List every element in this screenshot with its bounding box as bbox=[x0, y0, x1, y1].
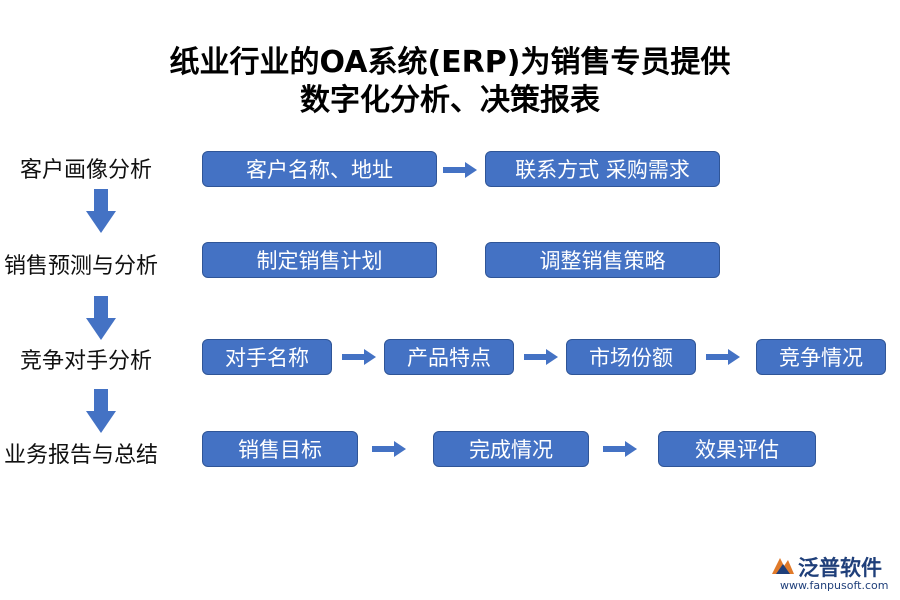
box-product-features: 产品特点 bbox=[384, 339, 514, 375]
right-arrow-icon bbox=[706, 349, 740, 365]
box-contact-purchase: 联系方式 采购需求 bbox=[485, 151, 720, 187]
logo-name: 泛普软件 bbox=[798, 556, 882, 580]
box-customer-name-address: 客户名称、地址 bbox=[202, 151, 437, 187]
logo-icon bbox=[772, 558, 794, 574]
right-arrow-icon bbox=[524, 349, 558, 365]
right-arrow-icon bbox=[603, 441, 637, 457]
logo-url: www.fanpusoft.com bbox=[780, 579, 889, 592]
right-arrow-icon bbox=[342, 349, 376, 365]
down-arrow-icon bbox=[86, 296, 116, 340]
row-label-business-report: 业务报告与总结 bbox=[4, 443, 159, 468]
box-competition-status: 竞争情况 bbox=[756, 339, 886, 375]
row-label-customer-profile: 客户画像分析 bbox=[20, 158, 153, 183]
box-completion-status: 完成情况 bbox=[433, 431, 589, 467]
down-arrow-icon bbox=[86, 189, 116, 233]
title-line-1: 纸业行业的OA系统(ERP)为销售专员提供 bbox=[169, 45, 731, 80]
box-sales-plan: 制定销售计划 bbox=[202, 242, 437, 278]
title-line-2: 数字化分析、决策报表 bbox=[300, 83, 600, 118]
box-effect-evaluation: 效果评估 bbox=[658, 431, 816, 467]
box-market-share: 市场份额 bbox=[566, 339, 696, 375]
box-competitor-name: 对手名称 bbox=[202, 339, 332, 375]
fanpusoft-logo: 泛普软件 www.fanpusoft.com bbox=[770, 552, 895, 597]
row-label-competitor: 竞争对手分析 bbox=[20, 349, 153, 374]
box-adjust-strategy: 调整销售策略 bbox=[485, 242, 720, 278]
box-sales-target: 销售目标 bbox=[202, 431, 358, 467]
right-arrow-icon bbox=[443, 162, 477, 178]
down-arrow-icon bbox=[86, 389, 116, 433]
right-arrow-icon bbox=[372, 441, 406, 457]
row-label-sales-forecast: 销售预测与分析 bbox=[4, 254, 159, 279]
